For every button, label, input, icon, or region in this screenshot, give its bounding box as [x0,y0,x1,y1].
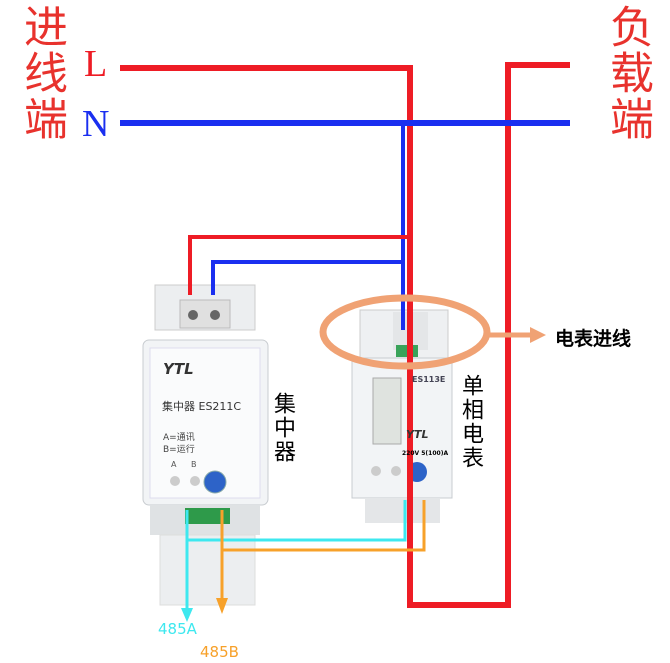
outgoing-label: 负载端 [602,4,653,142]
collector-legend-a: A=通讯 [163,433,195,443]
b485-label: 485B [200,643,239,661]
collector-live-wire [188,235,410,295]
a485-label: 485A [158,620,197,638]
collector-neutral-wire [211,260,403,295]
arrow-icon [530,327,546,343]
highlight-ellipse [319,294,491,370]
collector-device [142,284,269,606]
live-wire [120,62,570,608]
meter-rating: 220V 5(100)A [402,450,449,457]
collector-model: 集中器 ES211C [162,400,242,413]
led-a-label: A [171,460,177,469]
collector-legend-b: B=运行 [163,445,195,455]
led-b-label: B [191,460,197,469]
meter-brand: YTL [406,428,429,441]
line-label: L [84,43,108,85]
collector-button [203,470,227,494]
meter-device [351,309,453,523]
incoming-label: 进线端 [16,4,67,142]
neutral-label: N [82,103,110,145]
collector-brand: YTL [163,360,194,378]
collector-caption: 集中器 [270,392,295,464]
meter-input-label: 电表进线 [555,328,632,350]
meter-caption: 单相电表 [458,374,483,470]
meter-model: ES113E [412,375,446,384]
